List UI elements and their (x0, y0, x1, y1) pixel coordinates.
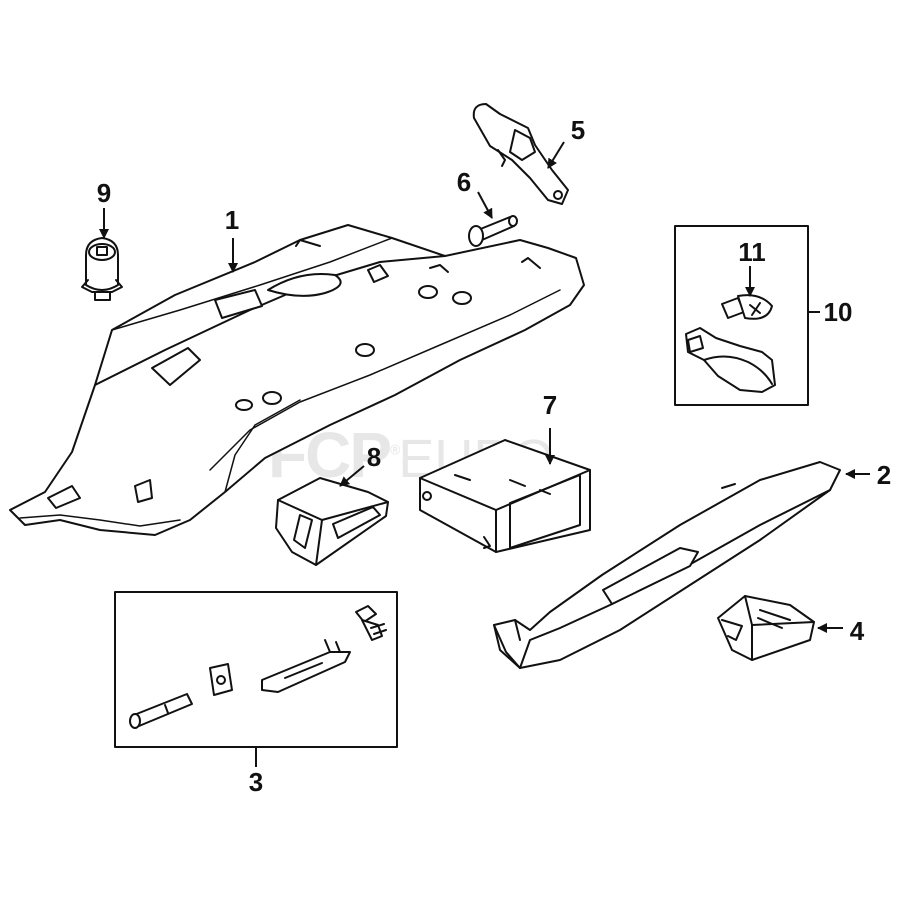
kit-box-10 (674, 225, 809, 406)
callout-11[interactable]: 11 (738, 237, 766, 267)
leader-5 (547, 141, 565, 169)
part-latch (717, 595, 815, 661)
part-damper (472, 103, 569, 205)
part-lamp-assembly (685, 327, 776, 393)
leader-lines (99, 141, 870, 767)
part-pin (468, 215, 518, 247)
callout-3[interactable]: 3 (248, 767, 264, 797)
callout-7[interactable]: 7 (542, 390, 558, 420)
part-hardware-bracket (261, 639, 351, 693)
part-bulb (721, 294, 773, 320)
callout-1[interactable]: 1 (224, 205, 240, 235)
callout-6[interactable]: 6 (456, 167, 472, 197)
watermark-registered-mark: ® (390, 441, 400, 458)
callout-8[interactable]: 8 (366, 442, 382, 472)
part-hardware-rod (129, 693, 193, 729)
part-lock-cylinder (81, 237, 123, 301)
callout-5[interactable]: 5 (570, 115, 586, 145)
kit-box-3 (114, 591, 398, 748)
part-glove-box-housing (9, 224, 585, 536)
part-small-tray (275, 477, 389, 566)
part-hardware-screw (355, 605, 387, 641)
callout-4[interactable]: 4 (849, 616, 865, 646)
part-glove-box-door (493, 461, 841, 669)
leader-6 (477, 191, 493, 219)
callout-10[interactable]: 10 (823, 297, 853, 327)
part-storage-box (419, 439, 591, 553)
leader-8 (339, 465, 365, 487)
part-hardware-clip (209, 663, 233, 696)
callout-9[interactable]: 9 (96, 178, 112, 208)
callout-2[interactable]: 2 (876, 460, 892, 490)
